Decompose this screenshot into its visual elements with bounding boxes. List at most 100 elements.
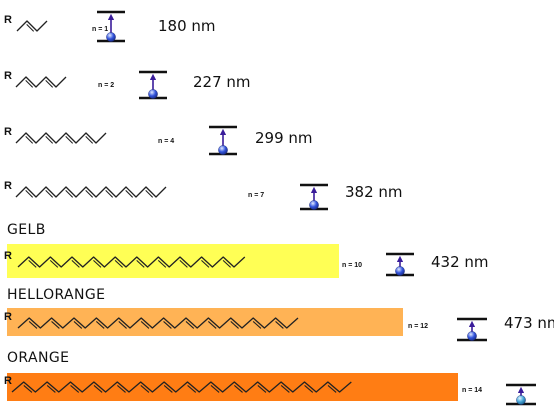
polyene-chain — [15, 186, 167, 198]
double-bond — [222, 260, 231, 268]
electron-sphere — [106, 32, 116, 42]
electron-sphere — [467, 331, 477, 341]
color-band — [7, 244, 339, 278]
n-label: n = 7 — [248, 192, 264, 199]
color-label: HELLORANGE — [7, 287, 105, 303]
chain-backbone — [15, 186, 167, 198]
color-label: GELB — [7, 222, 46, 238]
energy-level-transition-icon — [506, 383, 536, 406]
polyene-chain — [17, 317, 299, 329]
double-bond — [140, 321, 150, 329]
double-bond — [125, 189, 134, 198]
double-bond — [145, 189, 154, 198]
double-bond — [163, 321, 172, 329]
double-bond — [257, 385, 267, 393]
double-bond — [46, 385, 56, 393]
double-bond — [179, 260, 188, 268]
polyene-row: ORANGE Rn = 14 — [4, 350, 536, 406]
wavelength-label: 382 nm — [345, 183, 403, 201]
chain-backbone — [17, 317, 299, 329]
double-bond — [93, 260, 102, 268]
wavelength-label: 299 nm — [255, 129, 313, 147]
double-bond — [25, 135, 34, 144]
double-bond — [163, 385, 173, 393]
double-bond — [25, 79, 34, 88]
wavelength-label: 227 nm — [193, 73, 251, 91]
double-bond — [210, 385, 220, 393]
wavelength-label: 432 nm — [431, 253, 489, 271]
double-bond — [28, 260, 37, 268]
double-bond — [45, 135, 54, 144]
energy-level-transition-icon — [386, 252, 414, 277]
double-bond — [26, 23, 35, 32]
chain-backbone — [15, 76, 67, 88]
color-label: ORANGE — [7, 350, 69, 366]
double-bond — [252, 321, 262, 329]
double-bond — [45, 189, 54, 198]
double-bond — [234, 385, 243, 393]
chain-backbone — [15, 132, 107, 144]
double-bond — [45, 79, 54, 88]
double-bond — [230, 321, 239, 329]
n-label: n = 14 — [462, 387, 482, 394]
double-bond — [49, 260, 59, 268]
double-bond — [304, 385, 314, 393]
wavelength-label: 473 nm — [504, 314, 554, 332]
double-bond — [201, 260, 210, 268]
n-label: n = 10 — [342, 262, 362, 269]
double-bond — [85, 135, 94, 144]
double-bond — [280, 385, 290, 393]
n-label: n = 2 — [98, 82, 114, 89]
double-bond — [327, 385, 337, 393]
n-label: n = 4 — [158, 138, 174, 145]
double-bond — [65, 135, 74, 144]
double-bond — [73, 321, 83, 329]
energy-level-transition-icon — [97, 10, 125, 43]
r-group-label: R — [4, 180, 12, 192]
r-group-label: R — [4, 126, 12, 138]
double-bond — [136, 260, 145, 268]
energy-level-transition-icon — [300, 183, 328, 211]
color-band — [7, 373, 458, 401]
r-group-label: R — [4, 375, 12, 387]
polyene-row: Rn = 4 299 nm — [4, 125, 313, 156]
r-group-label: R — [4, 14, 12, 26]
double-bond — [65, 189, 74, 198]
chain-backbone — [11, 381, 352, 393]
electron-sphere — [148, 89, 158, 99]
polyene-chain — [16, 20, 48, 32]
n-label: n = 12 — [408, 323, 428, 330]
chain-backbone — [17, 256, 246, 268]
energy-level-transition-icon — [139, 70, 167, 100]
energy-level-transition-icon — [209, 125, 237, 156]
electron-sphere — [309, 200, 319, 210]
double-bond — [51, 321, 60, 329]
double-bond — [93, 385, 103, 393]
double-bond — [23, 385, 33, 393]
polyene-row: Rn = 7 382 nm — [4, 180, 403, 211]
double-bond — [71, 260, 80, 268]
r-group-label: R — [4, 250, 12, 262]
r-group-label: R — [4, 311, 12, 323]
polyene-chain — [15, 76, 67, 88]
double-bond — [185, 321, 195, 329]
double-bond — [28, 321, 38, 329]
electron-sphere — [218, 145, 228, 155]
electron-sphere — [395, 266, 405, 276]
double-bond — [275, 321, 284, 329]
double-bond — [117, 385, 126, 393]
double-bond — [207, 321, 217, 329]
wavelength-label: 180 nm — [158, 17, 216, 35]
electron-sphere — [516, 395, 526, 405]
color-band — [7, 308, 403, 336]
double-bond — [105, 189, 114, 198]
chain-backbone — [16, 20, 48, 32]
double-bond — [140, 385, 150, 393]
double-bond — [70, 385, 80, 393]
double-bond — [157, 260, 167, 268]
double-bond — [25, 189, 34, 198]
polyene-chain — [17, 256, 246, 268]
double-bond — [114, 260, 123, 268]
